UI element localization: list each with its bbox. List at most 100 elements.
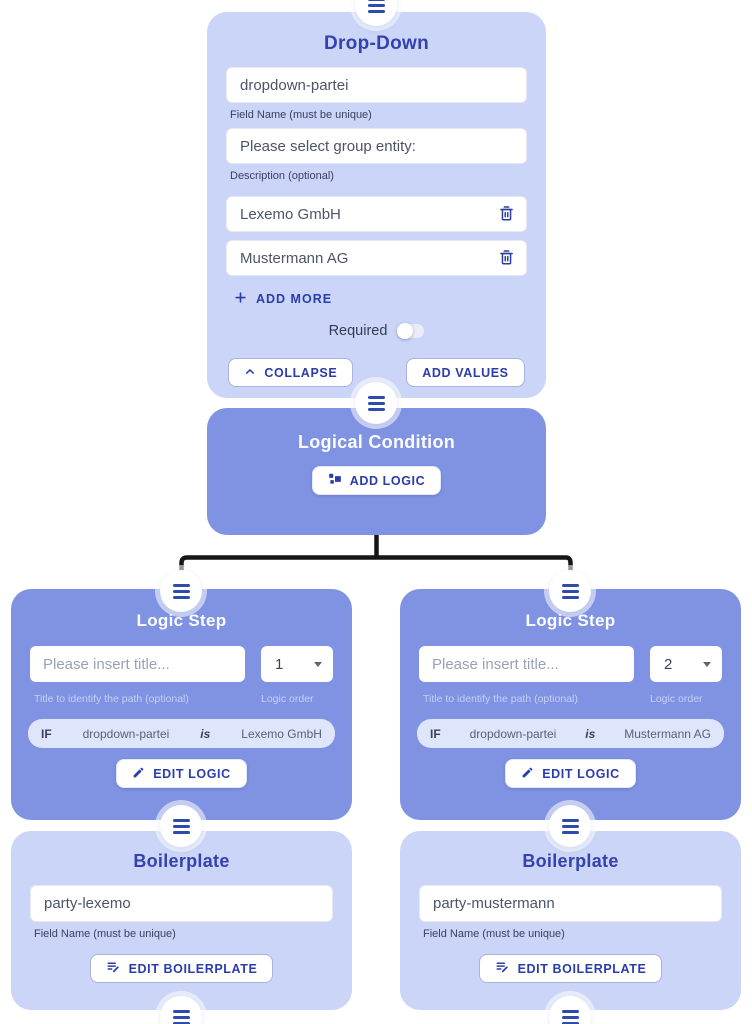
card-title: Drop-Down (323, 33, 430, 54)
required-toggle[interactable] (397, 323, 425, 339)
description-input[interactable] (226, 128, 527, 164)
condition-field: dropdown-partei (469, 726, 557, 741)
drag-handle[interactable] (549, 996, 591, 1024)
hamburger-icon (561, 583, 579, 587)
add-values-button[interactable]: ADD VALUES (406, 358, 525, 387)
option-value-row (226, 240, 527, 276)
field-name-group: Field Name (must be unique) (226, 67, 527, 121)
collapse-button[interactable]: COLLAPSE (228, 358, 354, 387)
boilerplate-card: Boilerplate Field Name (must be unique) … (11, 831, 352, 1010)
add-values-label: ADD VALUES (422, 365, 509, 380)
edit-list-icon (495, 960, 510, 977)
condition-value: Lexemo GmbH (241, 726, 322, 741)
condition-summary: IF dropdown-partei is Mustermann AG (417, 719, 724, 748)
required-row: Required (207, 323, 546, 339)
drag-handle[interactable] (160, 805, 202, 847)
edit-boilerplate-button[interactable]: EDIT BOILERPLATE (89, 954, 274, 983)
edit-logic-label: EDIT LOGIC (153, 766, 231, 781)
card-title: Logic Step (136, 611, 227, 630)
condition-field: dropdown-partei (82, 726, 170, 741)
field-name-input[interactable] (419, 885, 722, 922)
field-name-label: Field Name (must be unique) (230, 109, 372, 121)
hamburger-icon (561, 818, 579, 822)
delete-value-button[interactable] (495, 204, 517, 226)
step-title-input[interactable] (419, 646, 634, 682)
logic-order-value: 2 (664, 655, 673, 673)
description-label: Description (optional) (230, 170, 334, 182)
edit-logic-button[interactable]: EDIT LOGIC (505, 759, 636, 788)
field-name-label: Field Name (must be unique) (423, 928, 565, 940)
field-name-group: Field Name (must be unique) (30, 885, 333, 940)
card-title: Boilerplate (133, 851, 230, 871)
required-label: Required (328, 323, 388, 339)
condition-if-keyword: IF (41, 726, 52, 741)
chevron-up-icon (244, 366, 256, 380)
delete-value-button[interactable] (495, 248, 517, 270)
edit-boilerplate-label: EDIT BOILERPLATE (517, 961, 647, 976)
step-title-help: Title to identify the path (optional) (423, 693, 578, 705)
hamburger-icon (172, 1009, 190, 1013)
edit-logic-label: EDIT LOGIC (542, 766, 620, 781)
trash-icon (499, 249, 514, 269)
field-name-group: Field Name (must be unique) (419, 885, 722, 940)
trash-icon (499, 205, 514, 225)
logic-step-inputs: 2 (419, 646, 722, 682)
collapse-label: COLLAPSE (264, 365, 338, 380)
logic-step-help-labels: Title to identify the path (optional) Lo… (419, 687, 722, 705)
hamburger-icon (367, 0, 385, 1)
logical-condition-card: Logical Condition ADD LOGIC (207, 408, 546, 535)
drag-handle[interactable] (160, 996, 202, 1024)
drag-handle[interactable] (160, 570, 202, 612)
logic-order-select[interactable]: 1 (261, 646, 333, 682)
condition-operator: is (585, 726, 596, 741)
step-title-help: Title to identify the path (optional) (34, 693, 189, 705)
logic-order-help: Logic order (650, 693, 703, 705)
plus-icon (234, 291, 247, 307)
caret-down-icon (703, 662, 711, 667)
toggle-knob (397, 323, 414, 339)
add-more-button[interactable]: ADD MORE (234, 291, 332, 307)
field-name-input[interactable] (226, 67, 527, 103)
card-actions: COLLAPSE ADD VALUES (207, 358, 546, 387)
hamburger-icon (172, 818, 190, 822)
hamburger-icon (367, 395, 385, 399)
pencil-icon (132, 766, 145, 782)
logic-step-help-labels: Title to identify the path (optional) Lo… (30, 687, 333, 705)
caret-down-icon (314, 662, 322, 667)
logic-step-inputs: 1 (30, 646, 333, 682)
edit-logic-button[interactable]: EDIT LOGIC (116, 759, 247, 788)
dropdown-field-card: Drop-Down Field Name (must be unique) De… (207, 12, 546, 398)
hamburger-icon (561, 1009, 579, 1013)
add-more-label: ADD MORE (256, 292, 333, 306)
edit-boilerplate-label: EDIT BOILERPLATE (128, 961, 258, 976)
step-title-input[interactable] (30, 646, 245, 682)
field-name-label: Field Name (must be unique) (34, 928, 176, 940)
field-name-input[interactable] (30, 885, 333, 922)
condition-summary: IF dropdown-partei is Lexemo GmbH (28, 719, 335, 748)
add-logic-button[interactable]: ADD LOGIC (311, 466, 442, 495)
drag-handle[interactable] (549, 805, 591, 847)
edit-boilerplate-button[interactable]: EDIT BOILERPLATE (478, 954, 663, 983)
condition-if-keyword: IF (430, 726, 441, 741)
logic-order-select[interactable]: 2 (650, 646, 722, 682)
logic-blocks-icon (328, 472, 342, 489)
drag-handle[interactable] (355, 382, 397, 424)
condition-operator: is (200, 726, 211, 741)
add-logic-label: ADD LOGIC (349, 473, 426, 488)
card-title: Logical Condition (297, 432, 456, 452)
drag-handle[interactable] (549, 570, 591, 612)
logic-order-help: Logic order (261, 693, 314, 705)
hamburger-icon (172, 583, 190, 587)
condition-value: Mustermann AG (624, 726, 711, 741)
boilerplate-card: Boilerplate Field Name (must be unique) … (400, 831, 741, 1010)
edit-list-icon (106, 960, 121, 977)
option-value-input[interactable] (226, 196, 527, 232)
option-value-input[interactable] (226, 240, 527, 276)
description-group: Description (optional) (226, 128, 527, 182)
logic-step-card: Logic Step 2 Title to identify the path … (400, 589, 741, 820)
option-value-row (226, 196, 527, 232)
logic-order-value: 1 (275, 655, 284, 673)
card-title: Logic Step (525, 611, 616, 630)
logic-step-card: Logic Step 1 Title to identify the path … (11, 589, 352, 820)
